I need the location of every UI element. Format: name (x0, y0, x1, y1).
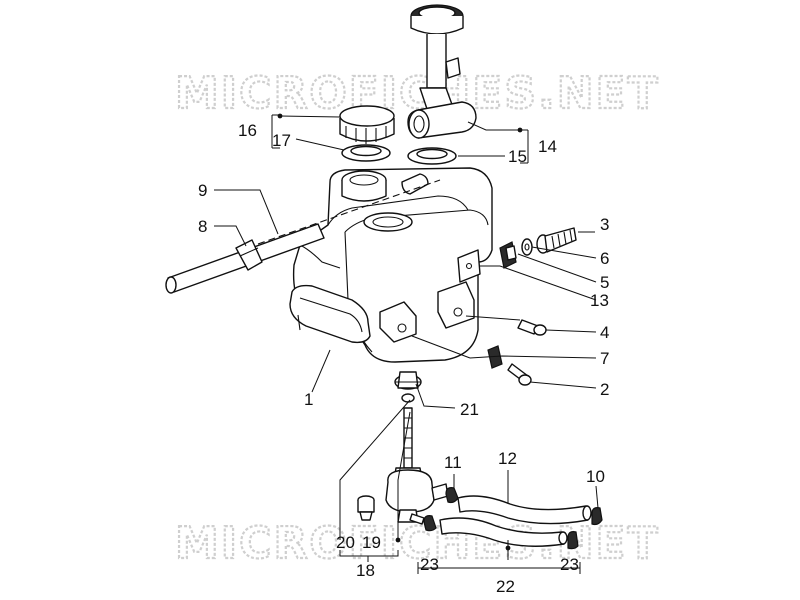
clip-nut-5 (499, 241, 517, 269)
callout-15: 15 (508, 147, 527, 166)
watermark-top: MICROFICHES.NET (175, 68, 660, 119)
callout-5: 5 (600, 273, 609, 292)
callout-23-right: 23 (560, 555, 579, 574)
callout-3: 3 (600, 215, 609, 234)
fuel-hose-22 (439, 517, 568, 547)
callout-14: 14 (538, 137, 557, 156)
washer-6 (521, 238, 533, 256)
callout-12: 12 (498, 449, 517, 468)
callout-23-left: 23 (420, 555, 439, 574)
leader-lines (214, 113, 599, 574)
callout-8: 8 (198, 217, 207, 236)
screw-2 (507, 363, 532, 386)
filter-plug (357, 495, 375, 521)
clamp-23a (423, 515, 437, 532)
screw-3 (536, 227, 577, 254)
callout-13: 13 (590, 291, 609, 310)
fuel-sender-unit (379, 301, 471, 359)
callout-17: 17 (272, 131, 291, 150)
callout-21: 21 (460, 400, 479, 419)
gasket-15 (407, 147, 457, 165)
washer-21b (401, 393, 415, 403)
callout-4: 4 (600, 323, 609, 342)
callout-10: 10 (586, 467, 605, 486)
callout-6: 6 (600, 249, 609, 268)
callout-22: 22 (496, 577, 515, 596)
fuel-tap (385, 407, 449, 525)
callout-9: 9 (198, 181, 207, 200)
watermark-bottom: MICROFICHES.NET (175, 518, 660, 569)
clamp-10 (591, 507, 603, 526)
fuel-cap (339, 105, 395, 144)
callout-19: 19 (362, 533, 381, 552)
hose-clip (235, 239, 263, 271)
callout-18: 18 (356, 561, 375, 580)
bracket-13 (457, 249, 481, 283)
callout-labels: 1 2 3 4 5 6 7 8 9 10 11 12 13 14 15 16 1… (198, 121, 609, 596)
callout-1: 1 (304, 390, 313, 409)
fuel-hose-12 (457, 495, 592, 525)
clip-nut-7 (487, 345, 503, 369)
callout-20: 20 (336, 533, 355, 552)
callout-16: 16 (238, 121, 257, 140)
fuel-tank (257, 167, 493, 363)
clamp-11 (445, 487, 459, 504)
gasket-17 (341, 144, 391, 162)
callout-2: 2 (600, 380, 609, 399)
callout-11: 11 (444, 453, 462, 472)
hose-clamp-21 (394, 371, 422, 390)
callout-7: 7 (600, 349, 609, 368)
filler-tube (407, 4, 477, 139)
front-bracket (437, 281, 475, 329)
clamp-23b (567, 531, 579, 550)
screw-4 (517, 319, 547, 336)
